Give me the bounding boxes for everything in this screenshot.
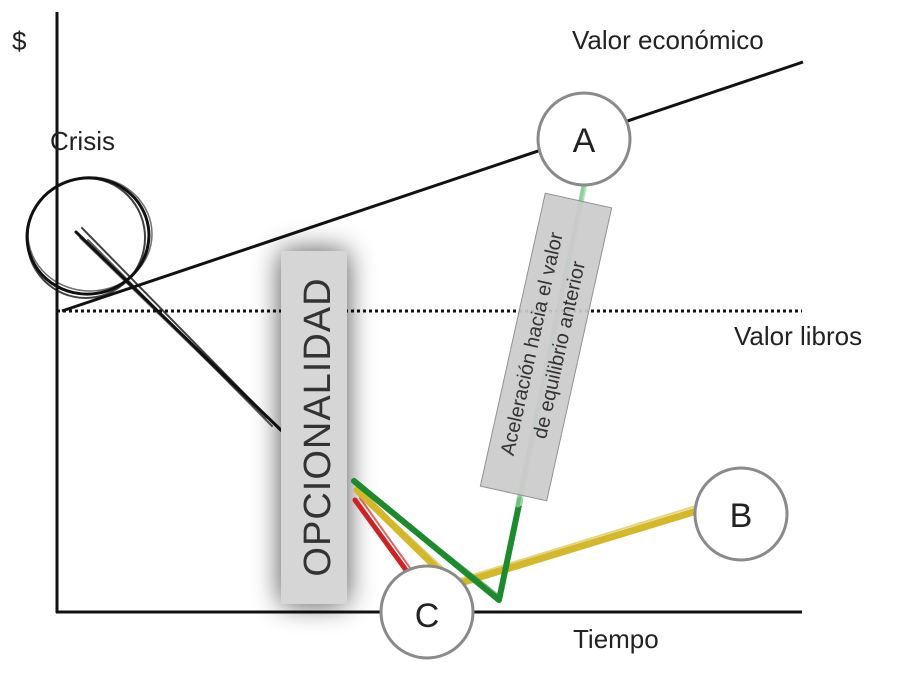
- acceleration-note: Aceleración hacia el valor de equilibrio…: [479, 192, 613, 502]
- crisis-circle: [25, 176, 153, 299]
- book-value-label: Valor libros: [734, 321, 862, 351]
- x-axis-label: Tiempo: [573, 624, 659, 654]
- point-c: C: [379, 564, 475, 660]
- economic-value-label: Valor económico: [572, 25, 764, 55]
- point-a: A: [536, 91, 632, 187]
- y-axis-label: $: [12, 26, 27, 56]
- point-a-label: A: [573, 122, 596, 160]
- optionality-label: OPCIONALIDAD: [297, 277, 339, 576]
- point-b-label: B: [730, 497, 753, 535]
- optionality-box: OPCIONALIDAD: [281, 251, 347, 604]
- point-c-label: C: [415, 597, 440, 635]
- decline-stroke: [74, 227, 287, 436]
- economic-value-line: [61, 60, 804, 313]
- point-b: B: [693, 466, 789, 562]
- crisis-label: Crisis: [50, 126, 115, 156]
